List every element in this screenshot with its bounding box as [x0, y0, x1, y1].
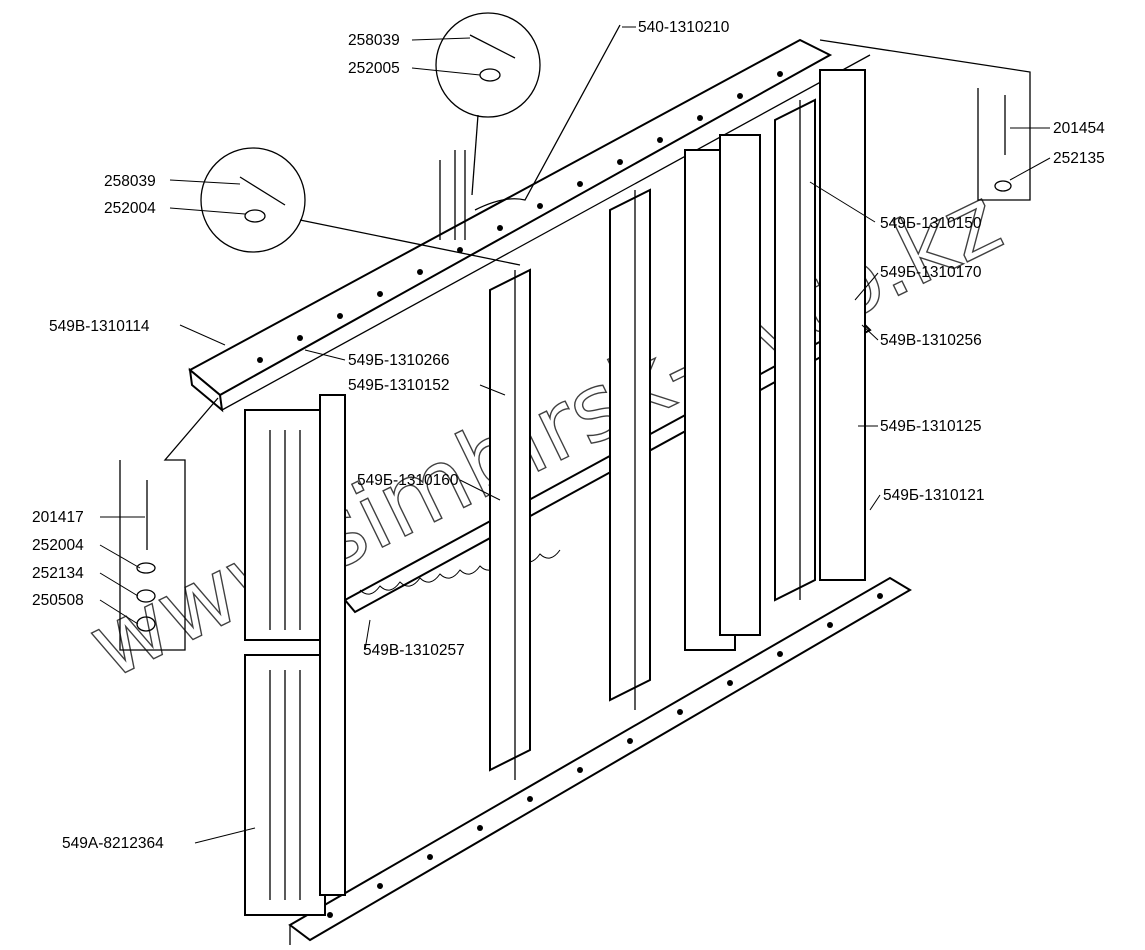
callout-label: 540-1310210 [638, 19, 730, 36]
callout-label: 252135 [1053, 150, 1105, 167]
callout-label: 252005 [348, 60, 400, 77]
control-rod [439, 24, 816, 780]
top-angle-bar [188, 38, 871, 413]
callout-label: 252004 [104, 200, 156, 217]
detail-circle-left [200, 147, 521, 266]
callout-label: 258039 [348, 32, 400, 49]
detail-circle-top [435, 12, 541, 196]
callout-label: 549В-1310257 [363, 642, 465, 659]
leader-lines [99, 26, 1051, 844]
callout-label: 549В-1310256 [880, 332, 982, 349]
bottom-strip [288, 576, 912, 945]
callout-label: 549Б-1310160 [357, 472, 459, 489]
callout-label: 258039 [104, 173, 156, 190]
callout-label: 549Б-1310266 [348, 352, 450, 369]
callout-label: 549Б-1310150 [880, 215, 982, 232]
callout-label: 549Б-1310152 [348, 377, 450, 394]
callout-label: 549Б-1310170 [880, 264, 982, 281]
callout-label: 252134 [32, 565, 84, 582]
vertical-blade [684, 69, 866, 651]
callout-label: 549В-1310114 [49, 318, 150, 335]
callout-label: 201417 [32, 509, 84, 526]
callout-label: 549Б-1310121 [883, 487, 985, 504]
callout-label: 549А-8212364 [62, 835, 164, 852]
watermark: www.simbirsk-avto.kz [73, 166, 1017, 700]
detail-box-right [819, 39, 1031, 201]
callout-label: 201454 [1053, 120, 1105, 137]
callout-label: 250508 [32, 592, 84, 609]
callout-label: 252004 [32, 537, 84, 554]
detail-box-left [119, 397, 219, 651]
callout-label: 549Б-1310125 [880, 418, 982, 435]
left-shutter-blade [244, 394, 346, 916]
